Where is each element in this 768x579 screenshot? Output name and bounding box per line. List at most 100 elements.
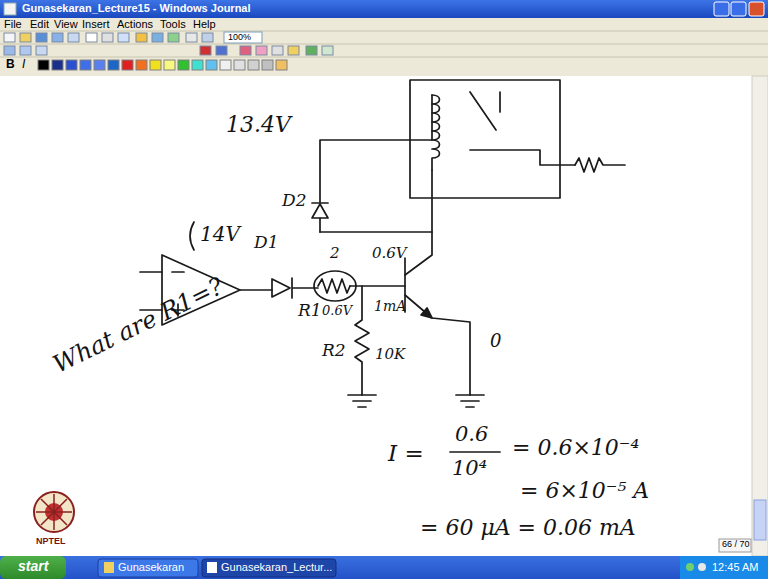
color-swatch xyxy=(248,60,259,70)
toolbar-icons xyxy=(4,33,333,70)
start-button xyxy=(0,556,66,579)
handwritten-note: R2 xyxy=(322,340,346,360)
title-bar xyxy=(0,0,768,18)
collector-wire xyxy=(405,170,432,275)
menu-item: Help xyxy=(193,18,216,31)
toolbar-icon xyxy=(272,46,283,55)
handwritten-note: 0.6V xyxy=(322,303,352,319)
handwritten-note: 14V xyxy=(200,222,240,246)
nptel-logo xyxy=(34,492,74,532)
toolbar-icon xyxy=(4,33,15,42)
scroll-thumb xyxy=(754,500,766,540)
toolbar-text: B xyxy=(6,57,15,71)
color-swatch xyxy=(94,60,105,70)
resistor-symbol xyxy=(355,286,369,395)
menu-item: Tools xyxy=(160,18,186,31)
toolbar-icon xyxy=(152,33,163,42)
diode-symbol xyxy=(272,279,290,297)
color-swatch xyxy=(52,60,63,70)
relay-coil xyxy=(432,95,440,170)
toolbar-area xyxy=(0,18,768,76)
separator xyxy=(0,44,768,45)
page-counter-box xyxy=(719,539,751,552)
handwritten-note: I = xyxy=(388,440,424,468)
logo-ring xyxy=(34,492,74,532)
toolbar-icon xyxy=(36,33,47,42)
toolbar-icon xyxy=(168,33,179,42)
toolbar-icon xyxy=(240,46,251,55)
color-swatch xyxy=(234,60,245,70)
handwritten-note: = 0.6×10⁻⁴ xyxy=(512,435,639,461)
color-swatch xyxy=(164,60,175,70)
color-swatch xyxy=(206,60,217,70)
scrollbar xyxy=(752,76,768,556)
relay-switch xyxy=(470,92,575,165)
toolbar-icon xyxy=(118,33,129,42)
wire xyxy=(350,285,405,287)
color-swatch xyxy=(136,60,147,70)
logo-spokes xyxy=(36,494,72,530)
toolbar-icon xyxy=(20,33,31,42)
color-swatch xyxy=(122,60,133,70)
handwritten-note: 10⁴ xyxy=(452,456,487,481)
toolbar-icon xyxy=(216,46,227,55)
menu-item: Edit xyxy=(30,18,49,31)
app-icon xyxy=(4,3,16,15)
toolbar-icon xyxy=(186,33,197,42)
toolbar-icon xyxy=(202,33,213,42)
window-title: Gunasekaran_Lecture15 - Windows Journal xyxy=(22,2,251,15)
handwritten-note: D1 xyxy=(254,232,278,252)
toolbar-icon xyxy=(322,46,333,55)
journal-page xyxy=(0,76,752,556)
taskbar-text: 12:45 AM xyxy=(712,561,758,574)
tray-icon xyxy=(686,563,694,571)
toolbar-icon xyxy=(52,33,63,42)
wire xyxy=(319,218,321,232)
menu-item: File xyxy=(4,18,22,31)
close-button xyxy=(749,2,764,16)
taskbar-text: Gunasekaran xyxy=(118,561,184,574)
handwritten-note: 1mA xyxy=(374,298,406,315)
color-swatch xyxy=(66,60,77,70)
toolbar-icon xyxy=(102,33,113,42)
diode-symbol xyxy=(312,204,328,218)
circuit xyxy=(140,80,625,452)
maximize-button xyxy=(731,2,746,16)
system-tray xyxy=(680,556,768,579)
color-swatch xyxy=(38,60,49,70)
toolbar-icon xyxy=(86,33,97,42)
toolbar-icon xyxy=(68,33,79,42)
color-swatch xyxy=(192,60,203,70)
toolbar-icon xyxy=(306,46,317,55)
taskbar-text: Gunasekaran_Lectur... xyxy=(221,561,332,574)
color-swatch xyxy=(150,60,161,70)
toolbar-icon xyxy=(136,33,147,42)
menu-item: Actions xyxy=(117,18,153,31)
separator xyxy=(0,57,768,58)
relay-box xyxy=(410,80,560,198)
color-swatch xyxy=(262,60,273,70)
toolbar-icon xyxy=(36,46,47,55)
handwritten-note: = 60 μA = 0.06 mA xyxy=(420,515,636,541)
color-swatch xyxy=(108,60,119,70)
menu-item: Insert xyxy=(82,18,110,31)
resistor-symbol xyxy=(318,279,350,293)
emitter-wire xyxy=(405,295,470,395)
separator xyxy=(0,31,768,32)
resistor-symbol xyxy=(575,158,625,172)
handwritten-note: 2 xyxy=(330,244,340,262)
toolbar-icon xyxy=(288,46,299,55)
toolbar-icon xyxy=(256,46,267,55)
taskbar-text: start xyxy=(18,558,48,575)
color-swatch xyxy=(80,60,91,70)
task-button xyxy=(202,559,336,577)
taskbar xyxy=(0,556,768,579)
ground-symbol xyxy=(456,395,484,407)
handwritten-note: R1 xyxy=(298,300,322,320)
journal-icon xyxy=(207,562,217,573)
handwritten-note: 13.4V xyxy=(226,112,291,138)
minimize-button xyxy=(714,2,729,16)
handwritten-note: 0 xyxy=(490,330,501,352)
